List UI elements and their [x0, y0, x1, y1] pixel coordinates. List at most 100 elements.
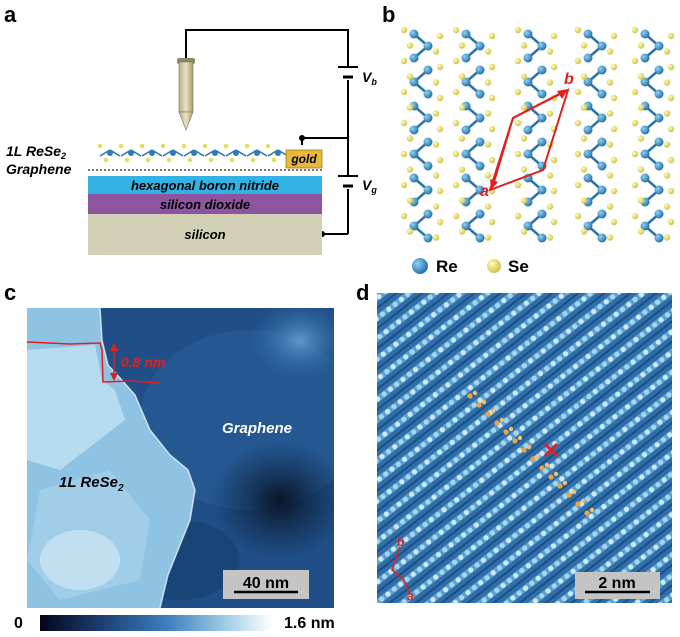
vg-label: Vg	[362, 177, 377, 195]
re-atom	[107, 150, 113, 156]
sample-label-rese2: 1L ReSe2	[6, 143, 66, 161]
re-atom	[597, 137, 607, 147]
se-atom	[436, 187, 444, 195]
se-atom	[436, 94, 444, 102]
re-atom	[409, 221, 419, 231]
re-atom	[128, 150, 134, 156]
re-atom	[654, 41, 664, 51]
re-atom	[654, 209, 664, 219]
re-atom	[475, 113, 485, 123]
se-atom	[514, 119, 522, 127]
re-atom	[583, 125, 593, 135]
rese2-monolayer	[97, 143, 289, 163]
se-atom	[610, 187, 618, 195]
se-atom	[181, 143, 187, 149]
se-atom	[520, 166, 528, 173]
re-atom	[523, 53, 533, 63]
region-rese2-label: 1L ReSe2	[59, 474, 124, 494]
re-atom	[537, 89, 547, 99]
se-atom	[631, 88, 639, 96]
se-atom	[452, 88, 460, 96]
se-atom	[406, 166, 414, 173]
se-atom	[452, 150, 460, 158]
re-atom	[523, 77, 533, 87]
chain-atom	[562, 480, 568, 486]
cross-marker-icon	[543, 442, 559, 458]
chain-atom	[499, 417, 505, 423]
se-atom	[436, 125, 444, 133]
se-atom	[663, 172, 671, 179]
se-atom	[458, 135, 466, 142]
junction-dot	[299, 135, 305, 141]
se-atom	[631, 57, 639, 65]
se-atom	[484, 203, 492, 210]
se-atom	[580, 166, 588, 173]
re-atom	[475, 209, 485, 219]
scalebar-d-label: 2 nm	[598, 575, 635, 592]
se-atom	[546, 79, 554, 86]
se-atom	[406, 135, 414, 142]
re-atom	[654, 233, 664, 243]
re-atom	[654, 137, 664, 147]
re-atom	[583, 149, 593, 159]
re-atom	[640, 221, 650, 231]
scalebar-c-box	[223, 570, 309, 599]
se-atom	[574, 57, 582, 65]
re-atom	[461, 173, 471, 183]
re-atom	[523, 125, 533, 135]
se-atom	[488, 32, 496, 40]
re-atom	[475, 185, 485, 195]
chain-atom	[490, 408, 496, 414]
re-atom	[212, 150, 218, 156]
vg-battery-icon	[338, 175, 358, 188]
se-atom	[631, 26, 639, 34]
se-atom	[574, 26, 582, 34]
re-atom	[640, 173, 650, 183]
se-atom	[432, 110, 440, 117]
colorbar-min-label: 0	[14, 615, 23, 632]
silicon-layer	[88, 214, 322, 255]
chain-atom	[553, 471, 559, 477]
graphene-label: Graphene	[6, 161, 72, 177]
se-atom	[514, 181, 522, 189]
se-atom	[458, 228, 466, 235]
chain-atom	[526, 444, 532, 450]
re-atom	[537, 185, 547, 195]
se-atom	[488, 63, 496, 71]
re-atom	[423, 161, 433, 171]
vb-label: Vb	[362, 69, 377, 87]
re-atom	[409, 125, 419, 135]
se-atom	[520, 42, 528, 49]
panel-a: a Vb Vg 1L ReSe2 Graph	[4, 2, 377, 255]
re-atom	[475, 89, 485, 99]
re-atom	[583, 53, 593, 63]
se-atom	[488, 125, 496, 133]
panel-b-label: b	[382, 2, 395, 27]
se-atom	[667, 32, 675, 40]
se-atom	[406, 197, 414, 204]
legend-re-icon	[412, 258, 428, 274]
se-atom	[550, 156, 558, 164]
se-atom	[667, 156, 675, 164]
se-atom	[610, 156, 618, 164]
gold-label: gold	[290, 152, 317, 166]
se-atom	[550, 32, 558, 40]
se-atom	[514, 57, 522, 65]
chain-atom	[535, 453, 541, 459]
se-atom	[520, 228, 528, 235]
re-atom	[654, 113, 664, 123]
se-atom	[580, 197, 588, 204]
re-atom	[597, 41, 607, 51]
chain-atom	[467, 393, 473, 399]
se-atom	[406, 228, 414, 235]
se-atom	[452, 119, 460, 127]
re-atom	[537, 233, 547, 243]
re-atom	[537, 41, 547, 51]
se-atom	[250, 157, 256, 163]
se-atom	[550, 187, 558, 195]
chain-atom	[521, 447, 527, 453]
re-atom	[523, 221, 533, 231]
se-atom	[452, 26, 460, 34]
unit-cell-arrows	[490, 89, 568, 190]
re-atom	[423, 185, 433, 195]
